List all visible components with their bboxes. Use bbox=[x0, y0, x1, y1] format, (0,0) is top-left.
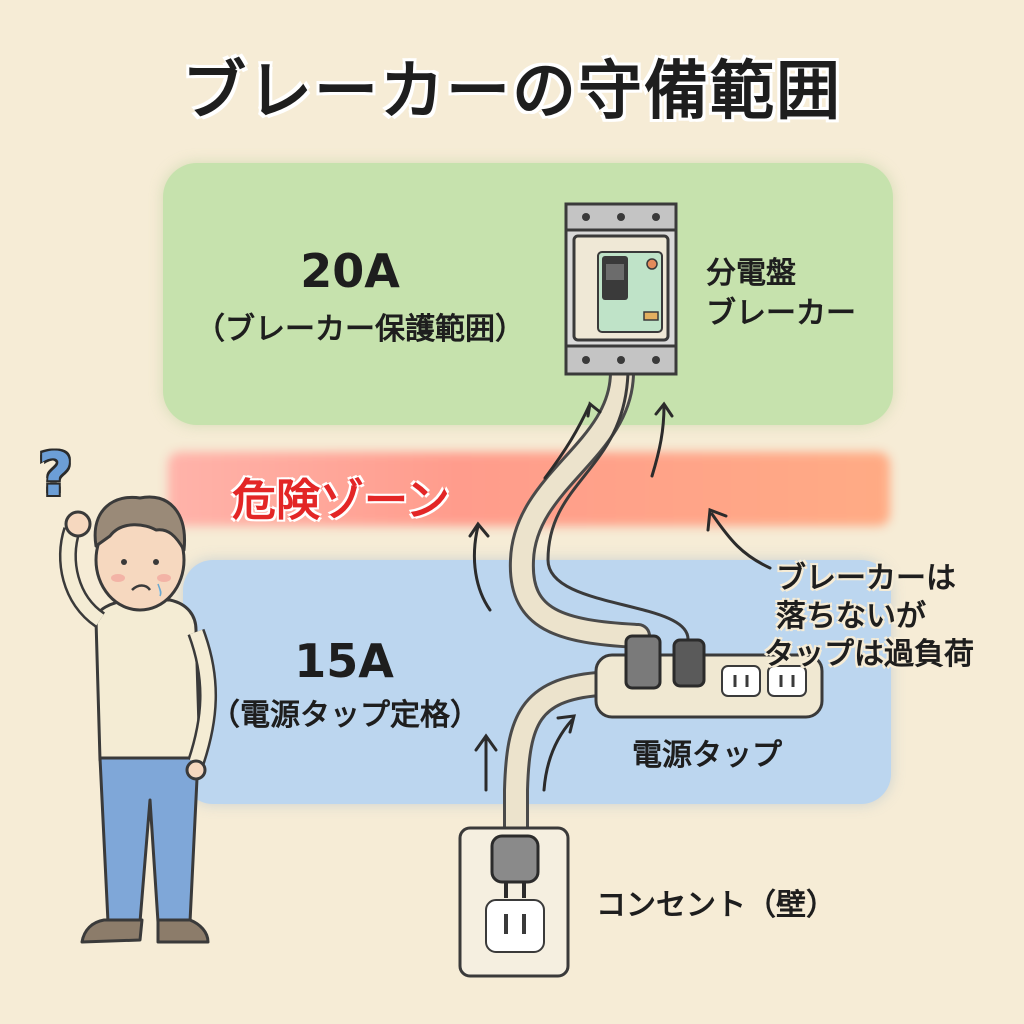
breaker-panel-label: 分電盤 ブレーカー bbox=[706, 254, 856, 334]
confused-person-illustration bbox=[58, 495, 217, 944]
page-title: ブレーカーの守備範囲 bbox=[182, 55, 842, 129]
callout-line-2: 落ちないが bbox=[776, 599, 926, 634]
breaker-amp-caption: （ブレーカー保護範囲） bbox=[195, 312, 525, 347]
panel-label-line2: ブレーカー bbox=[706, 296, 856, 331]
wall-outlet-icon bbox=[458, 826, 570, 978]
breaker-panel-icon bbox=[564, 202, 678, 376]
danger-zone-label: 危険ゾーン bbox=[232, 475, 450, 526]
cables bbox=[503, 359, 690, 849]
callout-line-3: タップは過負荷 bbox=[764, 637, 974, 672]
power-strip-label: 電源タップ bbox=[632, 738, 782, 773]
power-strip-icon bbox=[594, 634, 824, 719]
breaker-protection-zone bbox=[163, 163, 893, 425]
question-mark-icon: ? bbox=[38, 440, 73, 510]
tap-amp-caption: （電源タップ定格） bbox=[210, 698, 480, 733]
breaker-amp-label: 20A bbox=[300, 244, 400, 298]
flow-arrows bbox=[468, 401, 772, 792]
panel-label-line1: 分電盤 bbox=[706, 256, 796, 291]
overload-callout: ブレーカーは 落ちないが タップは過負荷 bbox=[764, 560, 974, 674]
wall-outlet-label: コンセント（壁） bbox=[596, 888, 836, 923]
callout-line-1: ブレーカーは bbox=[776, 561, 956, 596]
tap-amp-label: 15A bbox=[294, 634, 394, 688]
